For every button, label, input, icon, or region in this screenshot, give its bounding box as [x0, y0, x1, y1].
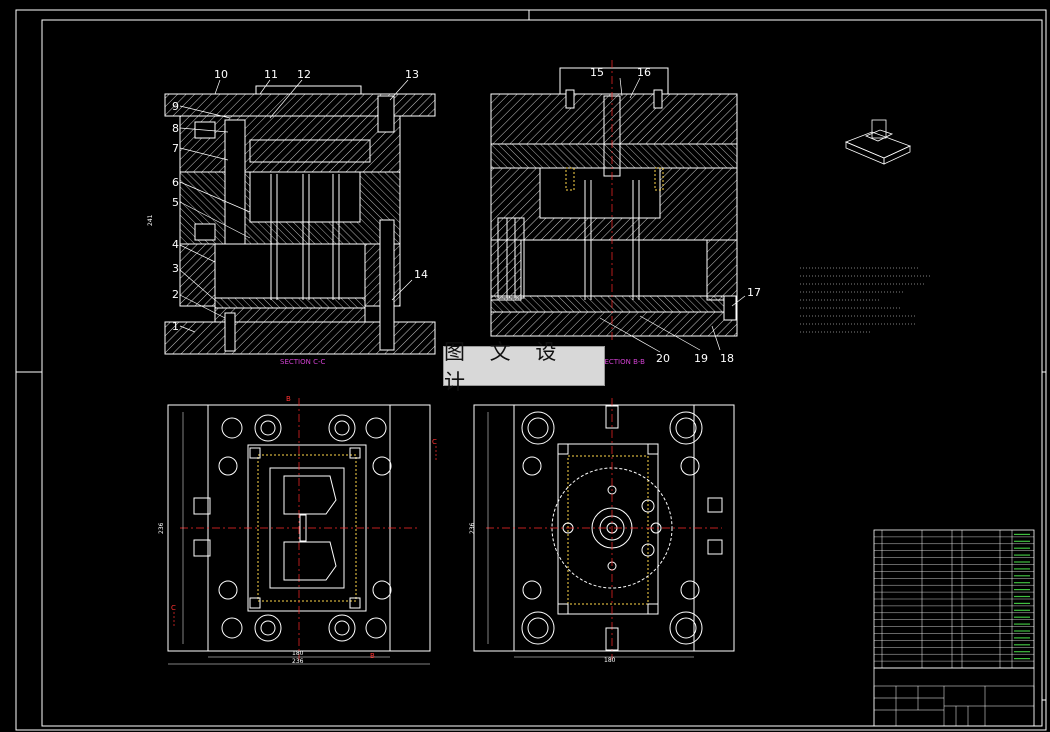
part-number-4: 4 [172, 238, 179, 251]
isometric-part-thumbnail [844, 119, 912, 165]
part-number-14: 14 [414, 268, 428, 281]
dim-width-inner-right: 180 [604, 657, 616, 664]
part-number-17: 17 [747, 286, 761, 299]
bill-of-materials [873, 529, 1035, 669]
part-number-20: 20 [656, 352, 670, 365]
part-number-9: 9 [172, 100, 179, 113]
section-b-title: SECTION B-B [600, 358, 645, 366]
section-c-view [164, 79, 436, 355]
part-number-2: 2 [172, 288, 179, 301]
part-number-3: 3 [172, 262, 179, 275]
inner-frame [41, 19, 1043, 727]
outer-frame [15, 9, 1047, 731]
part-number-10: 10 [214, 68, 228, 81]
technical-notes [800, 267, 930, 333]
part-number-15: 15 [590, 66, 604, 79]
part-number-19: 19 [694, 352, 708, 365]
dim-height-right: 236 [469, 522, 476, 534]
section-c-title: SECTION C-C [280, 358, 325, 366]
dim-height-left: 236 [158, 522, 165, 534]
part-number-11: 11 [264, 68, 278, 81]
part-number-12: 12 [297, 68, 311, 81]
section-b-view [490, 60, 746, 353]
dim-height-top: 241 [147, 214, 154, 226]
part-number-5: 5 [172, 196, 179, 209]
part-number-6: 6 [172, 176, 179, 189]
plan-view-moving-half [167, 398, 437, 665]
cut-mark-c-left: C [171, 604, 176, 612]
cut-mark-c-right: C [432, 438, 437, 446]
part-number-13: 13 [405, 68, 419, 81]
part-number-7: 7 [172, 142, 179, 155]
watermark-badge: 图 文 设 计 [443, 340, 605, 394]
part-number-1: 1 [172, 320, 179, 333]
cut-mark-b-top: B [286, 395, 291, 403]
plan-view-fixed-half [473, 398, 735, 660]
dim-width-left: 236 [292, 658, 304, 665]
part-number-8: 8 [172, 122, 179, 135]
dim-width-inner-left: 180 [292, 650, 304, 657]
cut-mark-b-bottom: B [370, 652, 375, 660]
part-number-18: 18 [720, 352, 734, 365]
part-number-16: 16 [637, 66, 651, 79]
title-block [873, 667, 1035, 727]
